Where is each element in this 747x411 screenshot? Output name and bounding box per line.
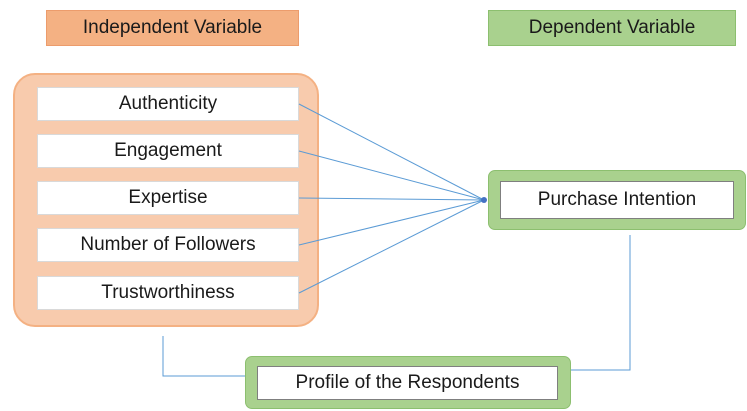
profile-of-respondents: Profile of the Respondents	[257, 366, 558, 400]
connector-iv-to-profile	[162, 336, 247, 377]
connector-expertise	[298, 197, 485, 201]
iv-authenticity: Authenticity	[37, 87, 299, 121]
connector-profile-to-dv	[570, 235, 631, 371]
iv-trustworthiness: Trustworthiness	[37, 276, 299, 310]
connector-authenticity	[298, 103, 485, 201]
iv-number-of-followers: Number of Followers	[37, 228, 299, 262]
dependent-variable-header: Dependent Variable	[488, 10, 736, 46]
dv-purchase-intention: Purchase Intention	[500, 181, 734, 219]
independent-variable-header: Independent Variable	[46, 10, 299, 46]
iv-expertise: Expertise	[37, 181, 299, 215]
connector-number-of-followers	[298, 199, 485, 246]
connector-engagement	[298, 150, 485, 201]
iv-engagement: Engagement	[37, 134, 299, 168]
connector-trustworthiness	[298, 199, 485, 294]
convergence-point	[481, 197, 487, 203]
